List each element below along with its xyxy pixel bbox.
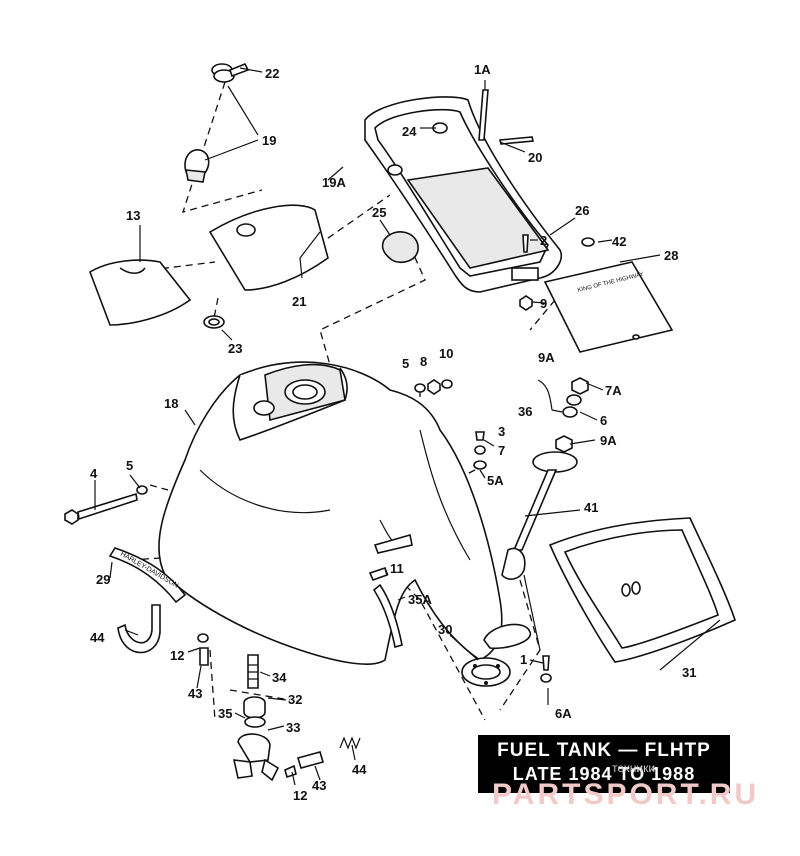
filter-34: [247, 654, 259, 689]
callout-11: 11: [390, 561, 404, 576]
callout-9: 9: [540, 296, 547, 311]
screw-2: [522, 234, 529, 253]
callout-1: 1: [520, 652, 527, 667]
bracket-25: [381, 231, 419, 264]
callout-9a-bottom: 9A: [600, 433, 617, 448]
callout-44-bottom: 44: [352, 762, 367, 777]
washer-35: [244, 716, 266, 728]
nut-32: [243, 696, 266, 719]
hose-43: [284, 751, 325, 779]
access-cover: [548, 517, 736, 663]
callout-42: 42: [612, 234, 626, 249]
spring-44: [339, 736, 361, 750]
watermark-logo: PARTSPORT.RU: [492, 778, 760, 811]
grommet-42: [581, 237, 595, 247]
gasket-30: [461, 657, 511, 687]
callout-34: 34: [272, 670, 287, 685]
callout-35a: 35A: [408, 592, 432, 607]
callout-24: 24: [402, 124, 417, 139]
callout-3: 3: [498, 424, 505, 439]
fuel-valve-33: [232, 733, 280, 782]
key-set: [211, 62, 250, 83]
callout-43-lower: 43: [312, 778, 326, 793]
hardware-3-7-5a: [473, 431, 487, 470]
callout-20: 20: [528, 150, 542, 165]
fuel-gauge-sender: [483, 451, 578, 651]
callout-7a: 7A: [605, 383, 622, 398]
nameplate: KING OF THE HIGHWAY: [543, 261, 674, 353]
callout-35: 35: [218, 706, 232, 721]
tank-cover-panel: [208, 204, 329, 291]
callout-4: 4: [90, 466, 98, 481]
tank-console-plate: [364, 96, 562, 293]
hose-44: [117, 604, 161, 654]
callout-25: 25: [372, 205, 386, 220]
clamp-12: [197, 633, 209, 666]
callout-13: 13: [126, 208, 140, 223]
fuel-tank: [158, 361, 503, 665]
leader-lines: [94, 67, 721, 786]
diagram-subtitle: LATE 1984 TO 1988: [512, 764, 696, 784]
callout-5-top: 5: [402, 356, 409, 371]
callout-43-upper: 43: [188, 686, 202, 701]
callout-2: 2: [540, 233, 547, 248]
callout-30: 30: [438, 622, 452, 637]
callout-5a: 5A: [487, 473, 504, 488]
callout-5-left: 5: [126, 458, 133, 473]
callout-6: 6: [600, 413, 607, 428]
callout-33: 33: [286, 720, 300, 735]
callout-22: 22: [265, 66, 279, 81]
pin-20: [498, 136, 535, 145]
callout-41: 41: [584, 500, 598, 515]
sender-hardware: [537, 377, 589, 453]
grommet-23: [203, 315, 225, 329]
bolt-1: [540, 655, 552, 683]
bolt-1a: [478, 89, 489, 141]
diagram-title: FUEL TANK — FLHTP: [497, 740, 711, 761]
callout-31: 31: [682, 665, 696, 680]
callout-19a: 19A: [322, 175, 346, 190]
callout-29: 29: [96, 572, 110, 587]
hardware-5-8-10: [414, 379, 453, 395]
callout-9a-top: 9A: [538, 350, 555, 365]
callout-18: 18: [164, 396, 178, 411]
callout-26: 26: [575, 203, 589, 218]
callout-12-lower: 12: [293, 788, 307, 803]
callout-7: 7: [498, 443, 505, 458]
callout-32: 32: [288, 692, 302, 707]
watermark-caption: техники: [612, 761, 656, 775]
callout-28: 28: [664, 248, 678, 263]
pad: [89, 259, 192, 326]
callout-36: 36: [518, 404, 532, 419]
callout-8: 8: [420, 354, 427, 369]
long-bolt-4: [64, 485, 148, 525]
diagram-title-block: FUEL TANK — FLHTP LATE 1984 TO 1988: [478, 735, 730, 793]
callout-1a: 1A: [474, 62, 491, 77]
callout-19: 19: [262, 133, 276, 148]
fuel-cap: [184, 149, 210, 183]
fuel-line-35a: [368, 566, 403, 649]
callout-6a: 6A: [555, 706, 572, 721]
callout-23: 23: [228, 341, 242, 356]
callout-10: 10: [439, 346, 453, 361]
callout-21: 21: [292, 294, 306, 309]
callout-12-upper: 12: [170, 648, 184, 663]
nut-9: [519, 295, 533, 311]
callout-labels: 22 19 19A 1A 24 20 13 25 26 2 42 28 21 9…: [90, 62, 696, 803]
callout-44-left: 44: [90, 630, 105, 645]
